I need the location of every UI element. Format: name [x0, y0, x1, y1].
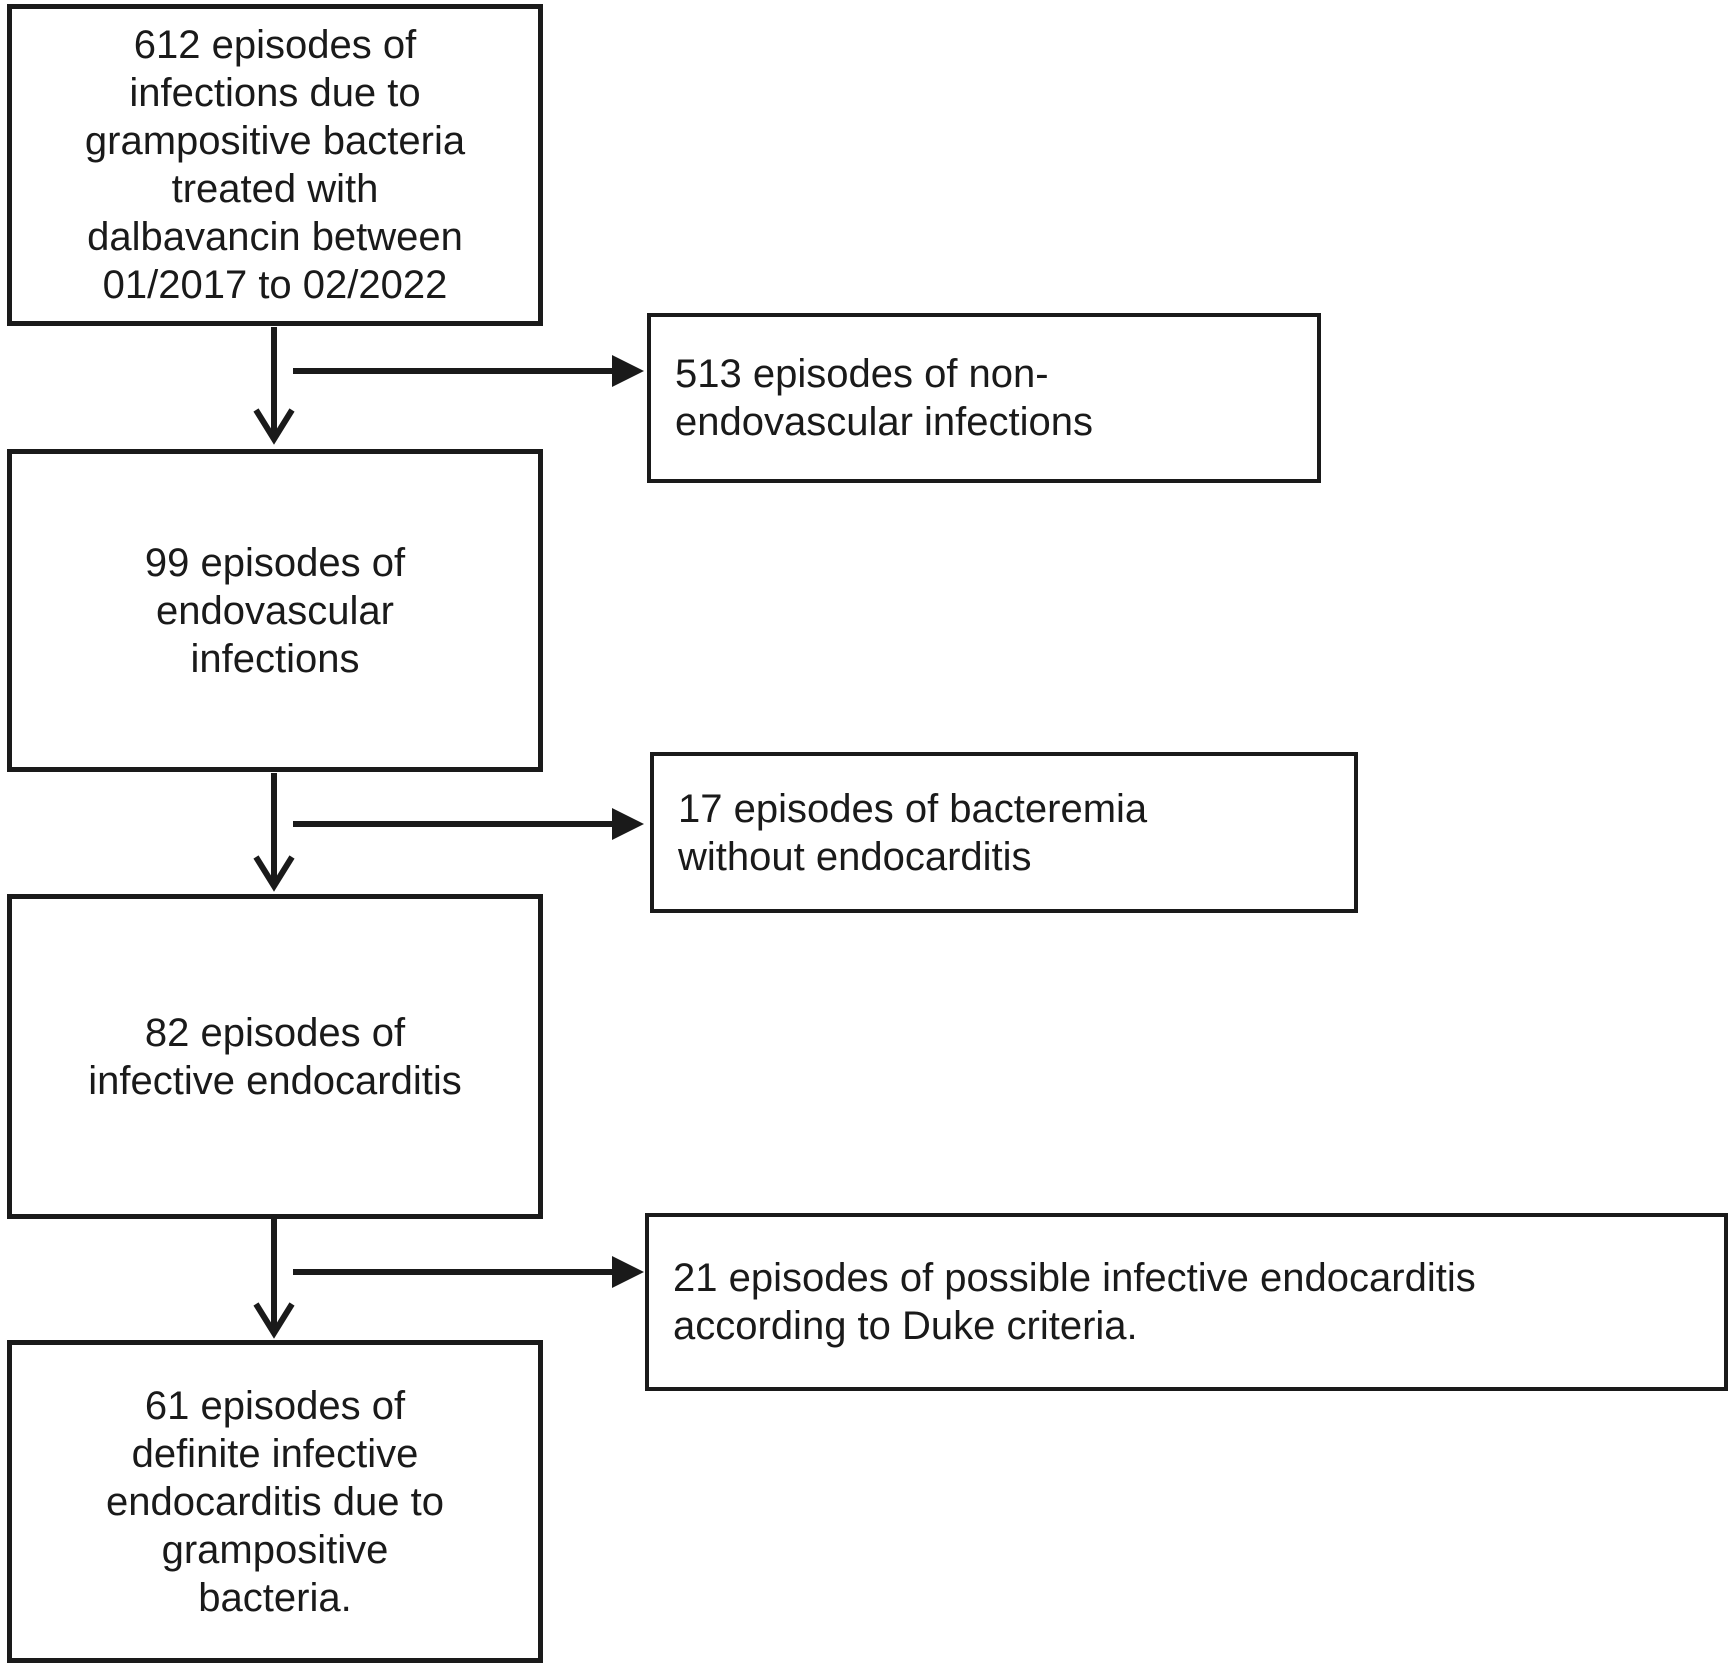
node-non-endovascular-exclusion-text: 513 episodes of non- endovascular infect…: [675, 352, 1094, 444]
arrow-down-3-head-icon: [253, 1302, 295, 1339]
arrow-right-3-head-icon: [612, 1256, 644, 1288]
arrow-down-2-head-icon: [253, 855, 295, 892]
arrow-right-1-head-icon: [612, 355, 644, 387]
node-definite-infective-endocarditis-text: 61 episodes of definite infective endoca…: [105, 1383, 444, 1620]
node-bacteremia-exclusion: 17 episodes of bacteremia without endoca…: [650, 752, 1358, 913]
node-infective-endocarditis: 82 episodes of infective endocarditis: [7, 894, 543, 1219]
node-endovascular-infections: 99 episodes of endovascular infections: [7, 449, 543, 772]
node-possible-ie-exclusion-text: 21 episodes of possible infective endoca…: [673, 1256, 1476, 1348]
arrow-down-1-head-icon: [253, 408, 295, 445]
node-bacteremia-exclusion-text: 17 episodes of bacteremia without endoca…: [678, 786, 1148, 879]
node-infective-endocarditis-text: 82 episodes of infective endocarditis: [88, 1010, 462, 1103]
node-endovascular-infections-text: 99 episodes of endovascular infections: [144, 540, 406, 681]
node-possible-ie-exclusion: 21 episodes of possible infective endoca…: [645, 1213, 1728, 1391]
node-total-episodes: 612 episodes of infections due to grampo…: [7, 4, 543, 326]
node-definite-infective-endocarditis: 61 episodes of definite infective endoca…: [7, 1340, 543, 1663]
arrow-right-2-head-icon: [612, 808, 644, 840]
node-total-episodes-text: 612 episodes of infections due to grampo…: [84, 23, 466, 307]
node-non-endovascular-exclusion: 513 episodes of non- endovascular infect…: [647, 313, 1321, 483]
